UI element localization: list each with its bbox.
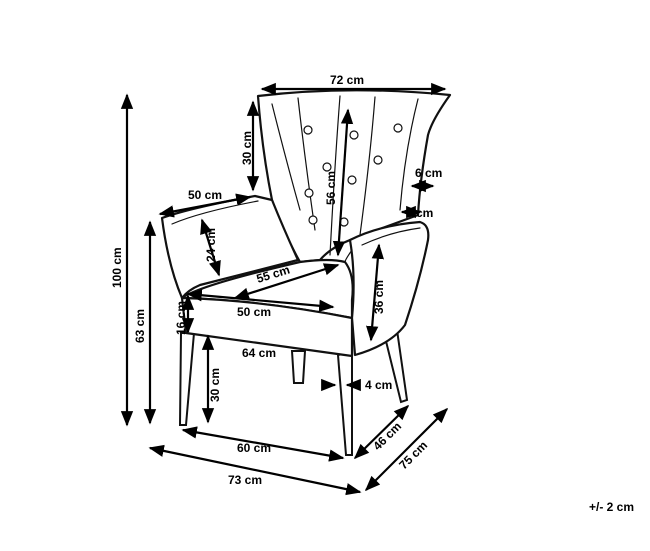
dim-line-arm-height: [200, 218, 221, 277]
label-front-height: 36 cm: [372, 280, 386, 314]
dim-line-seat-width: [186, 289, 335, 312]
label-back-upper: 30 cm: [240, 131, 254, 165]
label-seat-width: 50 cm: [237, 305, 271, 319]
label-seat-height: 63 cm: [133, 309, 147, 343]
tuft-button: [308, 215, 318, 225]
tolerance-note: +/- 2 cm: [589, 500, 634, 514]
tuft-button: [373, 155, 383, 165]
label-leg-height: 30 cm: [208, 368, 222, 402]
tuft-button: [322, 162, 332, 172]
right-armrest: [344, 220, 430, 357]
label-width-top: 72 cm: [330, 73, 364, 87]
chair-legs: [178, 328, 409, 456]
tuft-button: [304, 188, 314, 198]
tuft-button: [393, 123, 403, 133]
dim-line-front-height: [366, 243, 384, 342]
label-cushion: 16 cm: [174, 301, 188, 335]
front-left-leg: [178, 332, 196, 426]
front-right-leg: [336, 350, 353, 456]
label-total-height: 100 cm: [110, 247, 124, 288]
dim-line-overall-depth: [364, 407, 449, 492]
tuft-button: [349, 130, 359, 140]
label-arm-length: 50 cm: [188, 188, 222, 202]
label-overall-width: 73 cm: [228, 473, 262, 487]
label-arm-width: 6 cm: [406, 206, 433, 220]
back-left-leg: [290, 350, 307, 384]
dim-line-arm-length: [158, 193, 252, 218]
label-leg-depth: 46 cm: [370, 419, 404, 453]
label-back-height: 56 cm: [324, 171, 338, 205]
label-wing: 6 cm: [415, 166, 442, 180]
dim-line-overall-width: [148, 444, 362, 496]
dimension-lines: [120, 82, 449, 496]
label-leg-width: 4 cm: [365, 378, 392, 392]
tuft-button: [303, 125, 313, 135]
label-arm-height: 24 cm: [204, 228, 218, 262]
dim-line-back-height: [332, 108, 354, 257]
label-base-width: 64 cm: [242, 346, 276, 360]
right-arm: [348, 220, 430, 357]
label-leg-span: 60 cm: [237, 441, 271, 455]
tuft-button: [347, 175, 357, 185]
